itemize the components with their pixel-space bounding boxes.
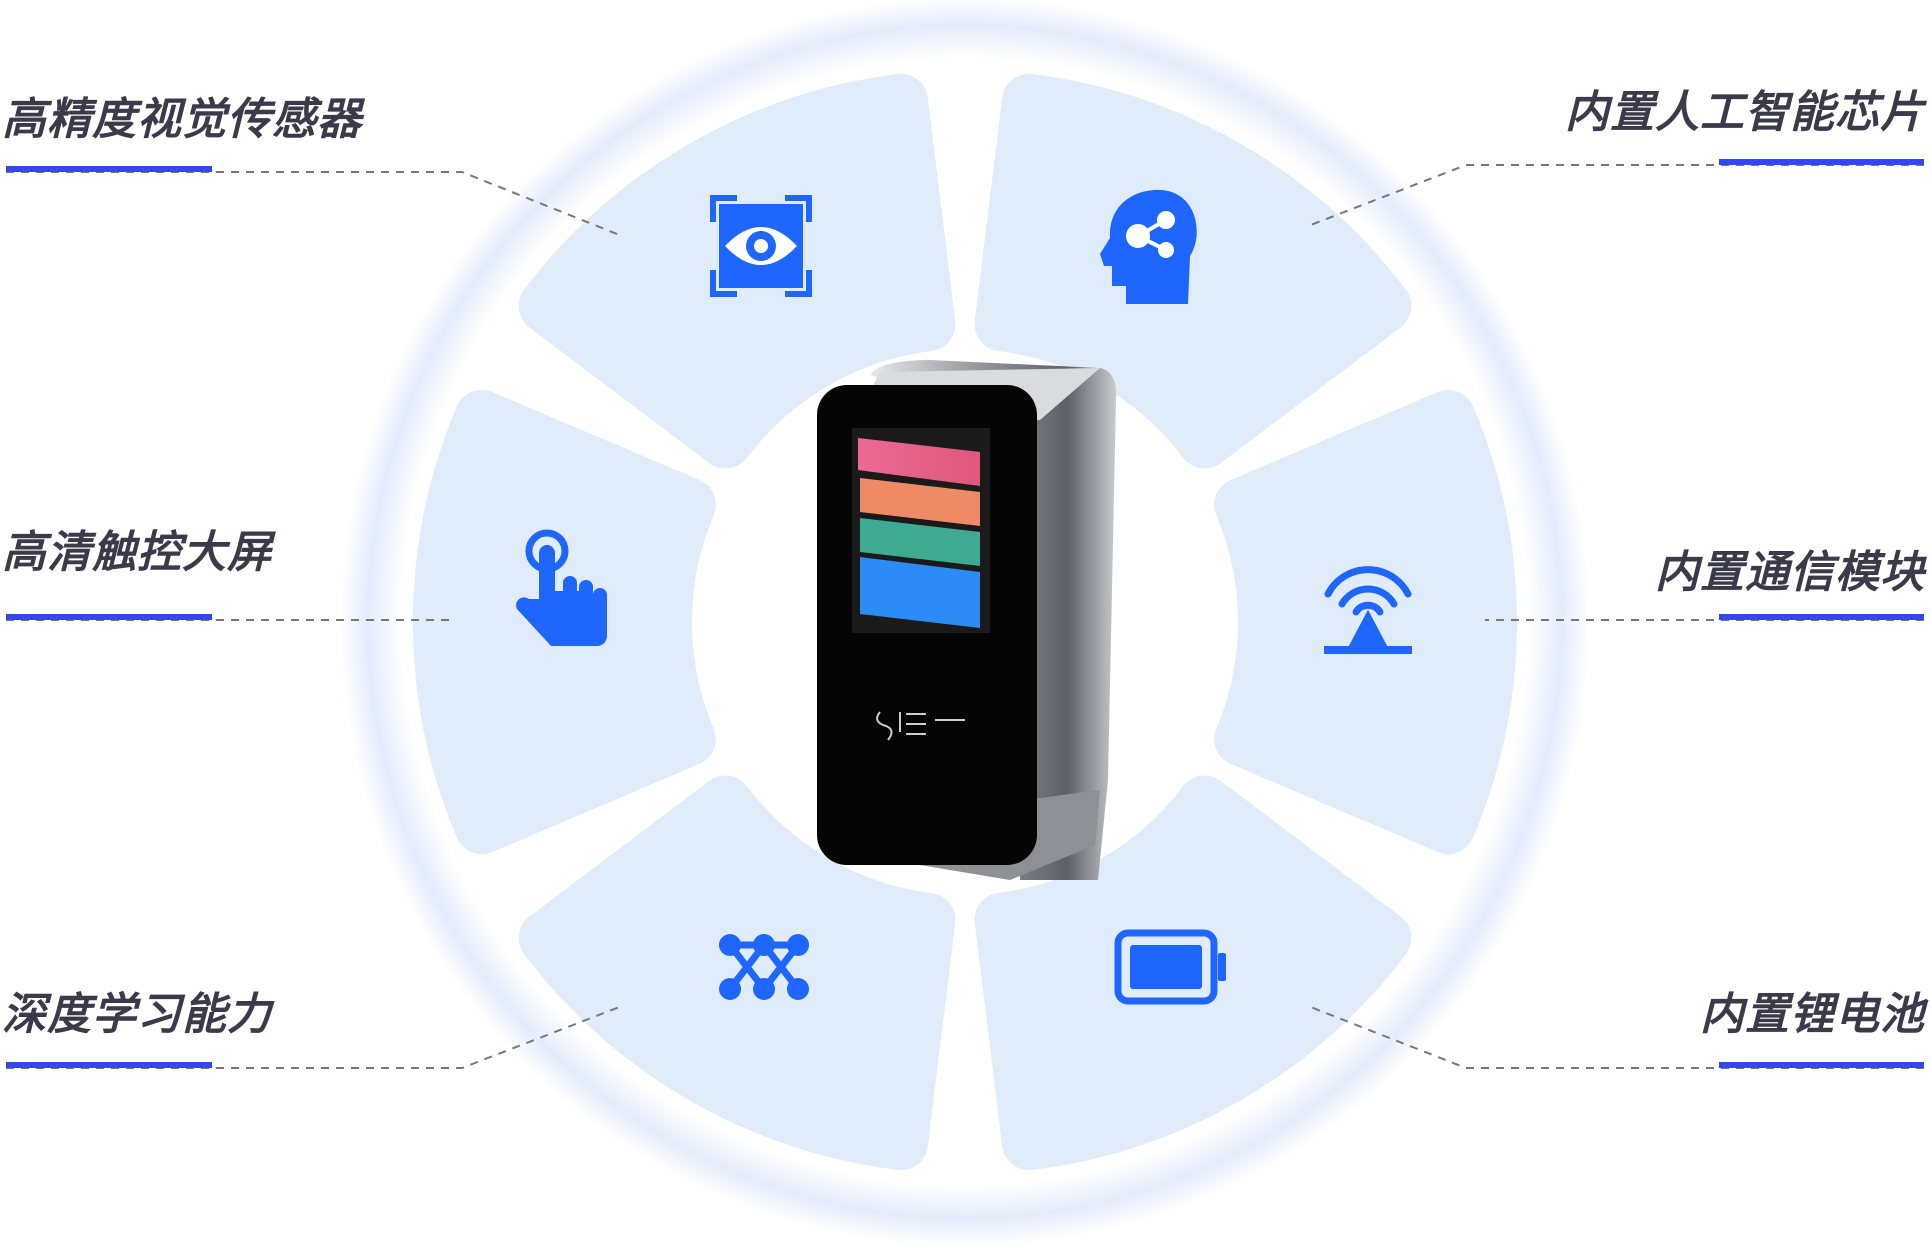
feature-label-deep-learning: 深度学习能力 [2, 989, 272, 1040]
feature-label-ai-chip: 内置人工智能芯片 [1565, 87, 1925, 138]
ai-head-icon [1100, 189, 1197, 304]
battery-icon [1114, 929, 1226, 1005]
touch-hand-icon [516, 529, 607, 646]
eye-scan-icon [710, 195, 812, 297]
feature-label-touch-screen: 高清触控大屏 [2, 527, 272, 578]
segment-bottom-left [518, 775, 956, 1171]
underline [6, 614, 212, 620]
segment-top-right [974, 73, 1412, 469]
underline [1719, 614, 1924, 620]
underlines [6, 159, 1924, 1068]
underline [1719, 159, 1924, 165]
underline [1719, 1062, 1924, 1068]
neural-network-icon [719, 934, 809, 1000]
underline [6, 166, 212, 172]
screen-bar [860, 557, 980, 628]
feature-label-comm-module: 内置通信模块 [1655, 547, 1925, 598]
screen-bar [860, 478, 980, 526]
screen-bar [858, 438, 980, 486]
wireless-signal-icon [1324, 566, 1412, 654]
underline [6, 1062, 212, 1068]
feature-label-vision-sensor: 高精度视觉传感器 [2, 94, 362, 145]
feature-label-lithium-battery: 内置锂电池 [1700, 989, 1925, 1040]
device-image [817, 360, 1117, 880]
device-logo [876, 711, 965, 741]
screen-bar [860, 518, 980, 566]
